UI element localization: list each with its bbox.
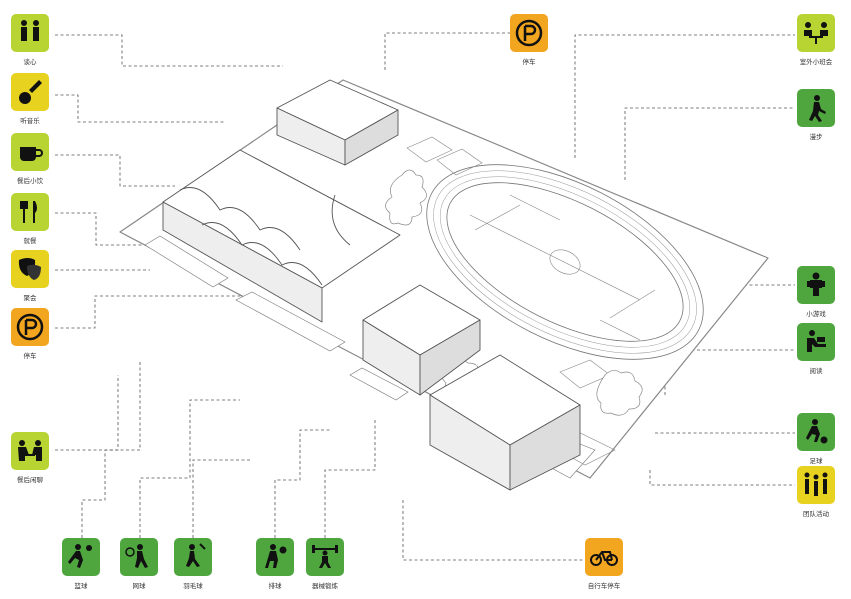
icon-label: 网球 (133, 581, 147, 590)
icon-label: 篮球 (75, 581, 89, 590)
icon-label: 室外小班会 (800, 57, 833, 66)
icon-label: 谈心 (24, 57, 38, 66)
legend-item-music: 听音乐 (11, 73, 49, 125)
legend-item-dinner-chat: 餐后闲聊 (11, 432, 49, 484)
badminton-player-icon (186, 543, 206, 567)
icon-tile (797, 14, 835, 52)
legend-item-soccer: 足球 (797, 413, 835, 465)
legend-item-tennis: 网球 (120, 538, 158, 590)
icon-label: 小游戏 (806, 309, 826, 318)
icon-label: 听音乐 (20, 116, 40, 125)
legend-item-meeting: 室外小班会 (797, 14, 835, 66)
theater-masks-icon (18, 258, 41, 280)
icon-label: 自行车停车 (588, 581, 621, 590)
buildings (162, 79, 581, 491)
legend-item-parking-left: 停车 (11, 308, 49, 360)
site-plan (119, 79, 769, 491)
legend-item-badminton: 羽毛球 (174, 538, 212, 590)
icon-label: 就餐 (24, 236, 38, 245)
icon-tile (11, 432, 49, 470)
basketball-player-icon (68, 544, 92, 568)
legend-item-chat: 谈心 (11, 14, 49, 66)
icon-label: 餐后小饮 (17, 176, 44, 185)
coffee-cup-icon (20, 147, 43, 161)
legend-item-fitness: 器械锻炼 (306, 538, 344, 590)
icon-tile (11, 14, 49, 52)
icon-label: 聚会 (24, 293, 38, 302)
walking-icon (809, 95, 826, 122)
legend-item-bike: 自行车停车 (585, 538, 623, 590)
parking-icon (515, 19, 543, 47)
volleyball-player-icon (265, 544, 287, 568)
icon-label: 漫步 (810, 132, 824, 141)
tennis-player-icon (125, 544, 148, 568)
icon-label: 阅读 (810, 366, 824, 375)
two-people-icon (21, 20, 39, 41)
legend-item-team: 团队活动 (797, 466, 835, 518)
chatting-people-icon (18, 440, 42, 461)
icon-tile (11, 73, 49, 111)
legend-item-dine: 就餐 (11, 193, 49, 245)
legend-item-parking-top: 停车 (510, 14, 548, 66)
fork-knife-icon (20, 201, 37, 223)
icon-label: 足球 (810, 456, 824, 465)
legend-item-games: 小游戏 (797, 266, 835, 318)
icon-label: 团队活动 (803, 509, 830, 518)
meeting-table-icon (804, 22, 828, 44)
bicycle-icon (590, 551, 618, 566)
icon-label: 停车 (24, 351, 38, 360)
activity-icons: 谈心听音乐餐后小饮就餐聚会停车餐后闲聊篮球网球羽毛球排球器械锻炼自行车停车团队活… (11, 14, 835, 590)
parking-icon (16, 313, 44, 341)
soccer-player-icon (806, 419, 828, 444)
icon-label: 排球 (269, 581, 283, 590)
icon-label: 羽毛球 (183, 581, 203, 590)
weightlifting-icon (312, 545, 338, 568)
legend-item-snack: 餐后小饮 (11, 133, 49, 185)
guitar-icon (19, 80, 42, 104)
legend-item-volleyball: 排球 (256, 538, 294, 590)
legend-item-walk: 漫步 (797, 89, 835, 141)
icon-label: 器械锻炼 (312, 581, 339, 590)
icon-label: 餐后闲聊 (17, 475, 44, 484)
icon-label: 停车 (523, 57, 537, 66)
icon-tile (11, 193, 49, 231)
reading-icon (807, 330, 826, 352)
running-track (426, 164, 704, 360)
legend-item-reading: 阅读 (797, 323, 835, 375)
legend-item-party: 聚会 (11, 250, 49, 302)
team-activity-icon (804, 472, 828, 496)
legend-item-basketball: 篮球 (62, 538, 100, 590)
game-player-icon (807, 272, 825, 296)
